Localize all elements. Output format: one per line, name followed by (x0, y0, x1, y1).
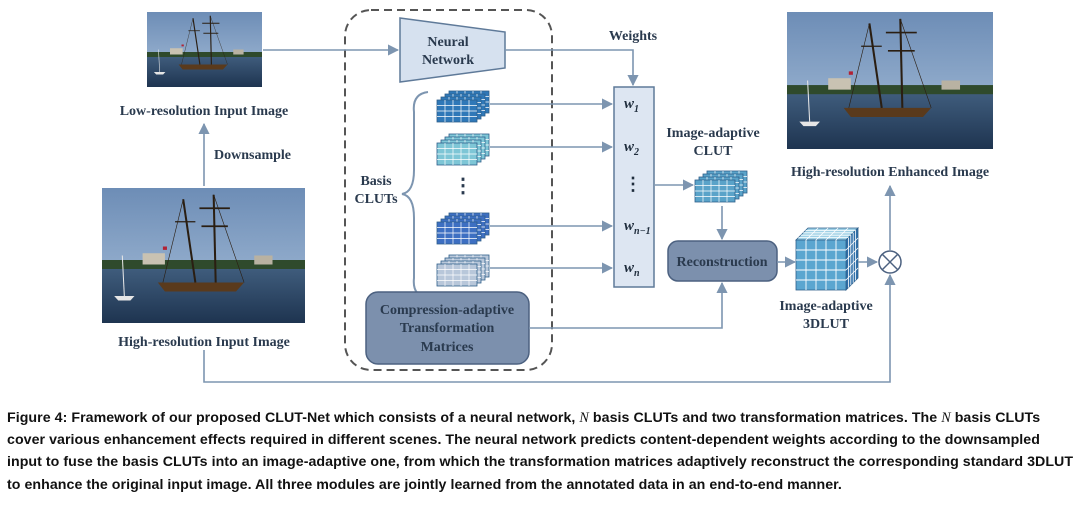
high-resolution-enhanced-label: High-resolution Enhanced Image (791, 165, 989, 180)
compression-adaptive-matrices-block: Compression-adaptive Transformation Matr… (365, 291, 530, 365)
image-adaptive-3dlut-label-line2: 3DLUT (803, 317, 850, 332)
reconstruction-block: Reconstruction (667, 240, 778, 282)
image-adaptive-clut (694, 170, 748, 203)
high-resolution-enhanced-image (787, 12, 993, 149)
multiply-operator (878, 250, 902, 274)
adaptive-clut-stack (694, 170, 748, 203)
flow-arrows (198, 44, 896, 383)
weight-wdots: ⋮ (624, 174, 642, 194)
low-resolution-input-label: Low-resolution Input Image (120, 104, 289, 119)
basis-cluts-ellipsis: ⋮ (453, 175, 473, 197)
weights-label: Weights (609, 29, 658, 44)
basis-clut-n (436, 254, 490, 287)
high-resolution-input-label: High-resolution Input Image (118, 335, 290, 350)
neural-network-block: Neural Network (399, 17, 506, 83)
downsample-label: Downsample (214, 148, 291, 163)
svg-text:Reconstruction: Reconstruction (677, 255, 768, 270)
basis-clut-n-1 (436, 212, 490, 245)
svg-text:Neural: Neural (427, 35, 468, 50)
basis-clut-stack (436, 90, 490, 287)
svg-text:Network: Network (422, 53, 474, 68)
image-adaptive-clut-label-line2: CLUT (694, 144, 734, 159)
figure-caption: Figure 4: Framework of our proposed CLUT… (7, 410, 1074, 493)
basis-cluts-label-line1: Basis (360, 174, 392, 189)
image-adaptive-3dlut-label-line1: Image-adaptive (779, 299, 872, 314)
basis-clut-1 (436, 90, 490, 123)
low-resolution-input-image (147, 12, 262, 87)
cube-front-face (795, 239, 847, 291)
basis-cluts-label-line2: CLUTs (354, 192, 398, 207)
basis-clut-2 (436, 133, 490, 166)
svg-text:Transformation: Transformation (400, 321, 495, 336)
basis-cluts-brace (401, 91, 429, 299)
weights-column (613, 86, 655, 288)
svg-text:Matrices: Matrices (421, 340, 474, 355)
svg-text:Compression-adaptive: Compression-adaptive (380, 303, 514, 318)
clut-net-framework-diagram: Low-resolution Input Image Downsample Hi… (102, 9, 993, 383)
high-resolution-input-image (102, 188, 305, 323)
image-adaptive-clut-label-line1: Image-adaptive (666, 126, 759, 141)
image-adaptive-3dlut-cube (795, 227, 859, 291)
